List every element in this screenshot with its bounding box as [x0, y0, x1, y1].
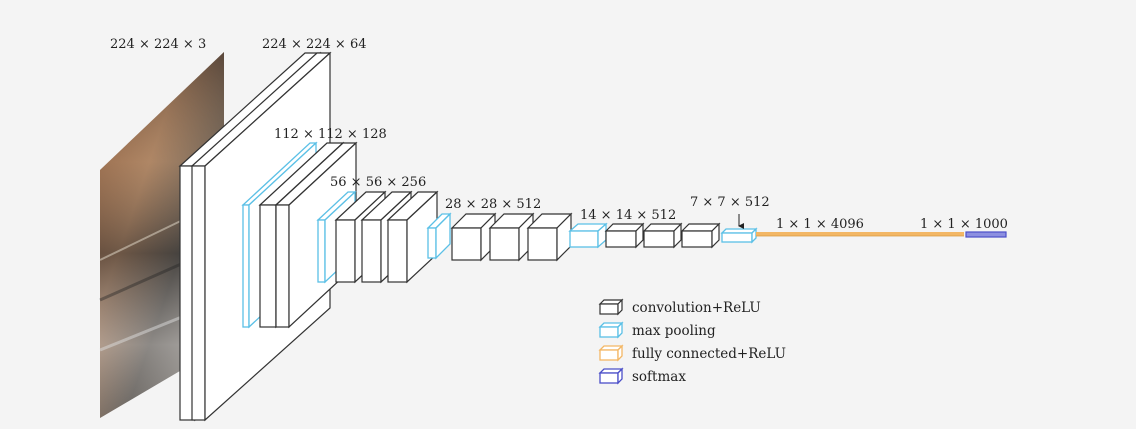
label-conv5: 14 × 14 × 512 [580, 208, 676, 223]
softmax-block [965, 231, 1007, 238]
legend-label-pool: max pooling [632, 323, 716, 339]
conv5-pool-slab [568, 222, 608, 249]
legend-label-fc: fully connected+ReLU [632, 346, 786, 362]
legend-swatch-pool [598, 321, 624, 339]
label-pool5: 7 × 7 × 512 [690, 195, 770, 210]
label-input: 224 × 224 × 3 [110, 37, 206, 52]
legend-item-conv: convolution+ReLU [598, 298, 761, 316]
label-conv4: 28 × 28 × 512 [445, 197, 541, 212]
label-conv1: 224 × 224 × 64 [262, 37, 366, 52]
legend-item-softmax: softmax [598, 367, 686, 385]
conv4-pool-slab [426, 212, 452, 260]
legend-swatch-softmax [598, 367, 624, 385]
legend-swatch-conv [598, 298, 624, 316]
label-softmax: 1 × 1 × 1000 [920, 217, 1008, 232]
conv2-block [258, 141, 358, 329]
legend-swatch-fc [598, 344, 624, 362]
label-conv2: 112 × 112 × 128 [274, 127, 387, 142]
conv5-block [604, 222, 721, 249]
label-conv3: 56 × 56 × 256 [330, 175, 426, 190]
legend-item-pool: max pooling [598, 321, 716, 339]
legend-label-conv: convolution+ReLU [632, 300, 761, 316]
conv3-block [334, 190, 439, 284]
label-fc: 1 × 1 × 4096 [776, 217, 864, 232]
fc-layers [756, 232, 964, 237]
legend-item-fc: fully connected+ReLU [598, 344, 786, 362]
legend: convolution+ReLU max pooling fully conne… [598, 298, 786, 385]
pool5-block [720, 227, 758, 244]
conv4-block [450, 212, 573, 262]
legend-label-softmax: softmax [632, 369, 686, 385]
